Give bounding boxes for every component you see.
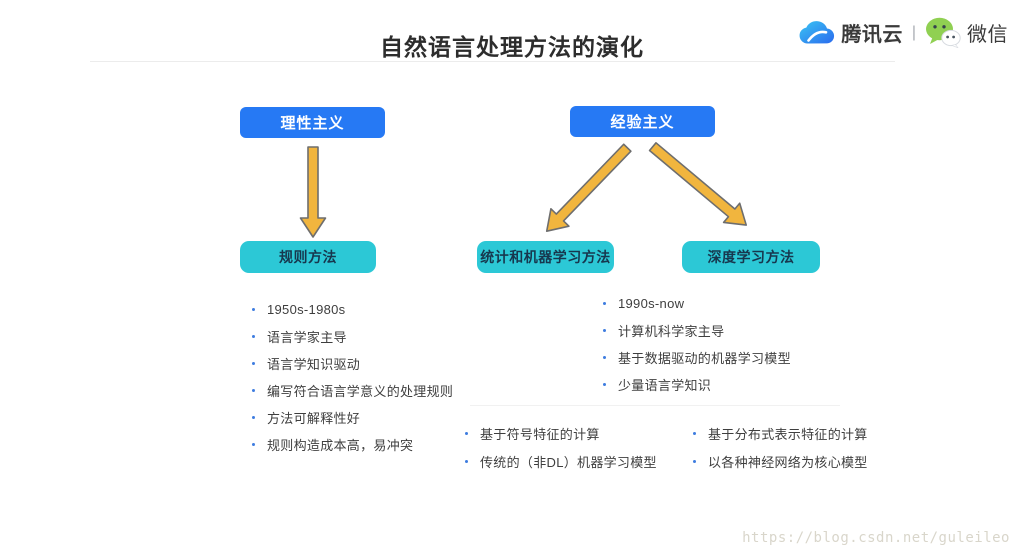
list-item-text: 少量语言学知识 (618, 378, 712, 393)
list-item-text: 传统的（非DL）机器学习模型 (480, 454, 657, 470)
brand-logos: 腾讯云 | 微信 (797, 17, 1008, 48)
list-item: 基于分布式表示特征的计算 (693, 419, 868, 447)
list-item-text: 基于符号特征的计算 (480, 426, 600, 442)
tencent-cloud-icon (797, 19, 835, 47)
list-item: 基于数据驱动的机器学习模型 (603, 344, 791, 371)
list-item: 以各种神经网络为核心模型 (693, 447, 868, 475)
list-item-text: 以各种神经网络为核心模型 (708, 454, 868, 470)
bullet-dot-icon (252, 443, 255, 446)
list-item-text: 方法可解释性好 (267, 411, 361, 426)
rule-method-points: 1950s-1980s 语言学家主导语言学知识驱动编写符合语言学意义的处理规则方法… (252, 296, 453, 458)
arrow-rationalism-to-rule-icon (298, 146, 328, 243)
title-divider (90, 61, 895, 62)
bullet-dot-icon (252, 335, 255, 338)
tencent-cloud-label: 腾讯云 (841, 24, 903, 46)
list-item: 计算机科学家主导 (603, 317, 791, 344)
bullet-dot-icon (603, 329, 606, 332)
bullet-dot-icon (465, 431, 468, 435)
deep-learning-points: 基于分布式表示特征的计算以各种神经网络为核心模型 (693, 419, 868, 475)
list-item: 编写符合语言学意义的处理规则 (252, 377, 453, 404)
watermark-url: https://blog.csdn.net/guleileo (742, 530, 1010, 546)
arrow-empiricism-to-deep-icon (642, 135, 760, 241)
arrow-empiricism-to-statistical-icon (532, 137, 639, 246)
page-title: 自然语言处理方法的演化 (380, 34, 644, 60)
wechat-icon (925, 17, 961, 48)
list-item-text: 编写符合语言学意义的处理规则 (267, 384, 454, 399)
bullet-dot-icon (252, 416, 255, 419)
node-rule-method: 规则方法 (240, 241, 376, 273)
bullet-dot-icon (693, 431, 696, 435)
node-deep-learning-method: 深度学习方法 (682, 241, 820, 273)
list-item-text: 语言学家主导 (267, 330, 347, 345)
section-divider (470, 405, 840, 406)
node-rationalism: 理性主义 (240, 107, 385, 138)
list-item-text: 语言学知识驱动 (267, 357, 361, 372)
list-item-text: 规则构造成本高，易冲突 (267, 438, 414, 453)
bullet-dot-icon (603, 383, 606, 386)
statistical-method-points: 基于符号特征的计算传统的（非DL）机器学习模型 (465, 419, 657, 475)
bullet-dot-icon (252, 308, 255, 311)
bullet-dot-icon (252, 389, 255, 392)
list-item-text: 1990s-now (618, 296, 685, 311)
list-item: 1990s-now (603, 290, 791, 317)
brand-separator: | (911, 23, 916, 41)
list-item: 语言学知识驱动 (252, 350, 453, 377)
bullet-dot-icon (603, 302, 606, 305)
wechat-label: 微信 (967, 24, 1008, 46)
list-item: 1950s-1980s (252, 296, 453, 323)
node-statistical-ml-method: 统计和机器学习方法 (477, 241, 614, 273)
bullet-dot-icon (465, 459, 468, 463)
list-item: 方法可解释性好 (252, 404, 453, 431)
list-item: 规则构造成本高，易冲突 (252, 431, 453, 458)
list-item: 少量语言学知识 (603, 371, 791, 398)
list-item-text: 计算机科学家主导 (618, 324, 725, 339)
node-empiricism: 经验主义 (570, 106, 715, 137)
list-item-text: 基于数据驱动的机器学习模型 (618, 351, 791, 366)
bullet-dot-icon (603, 356, 606, 359)
bullet-dot-icon (693, 459, 696, 463)
list-item: 语言学家主导 (252, 323, 453, 350)
list-item: 基于符号特征的计算 (465, 419, 657, 447)
list-item: 传统的（非DL）机器学习模型 (465, 447, 657, 475)
list-item-text: 基于分布式表示特征的计算 (708, 426, 868, 442)
empiricism-points: 1990s-now 计算机科学家主导基于数据驱动的机器学习模型少量语言学知识 (603, 290, 791, 398)
list-item-text: 1950s-1980s (267, 302, 346, 317)
bullet-dot-icon (252, 362, 255, 365)
